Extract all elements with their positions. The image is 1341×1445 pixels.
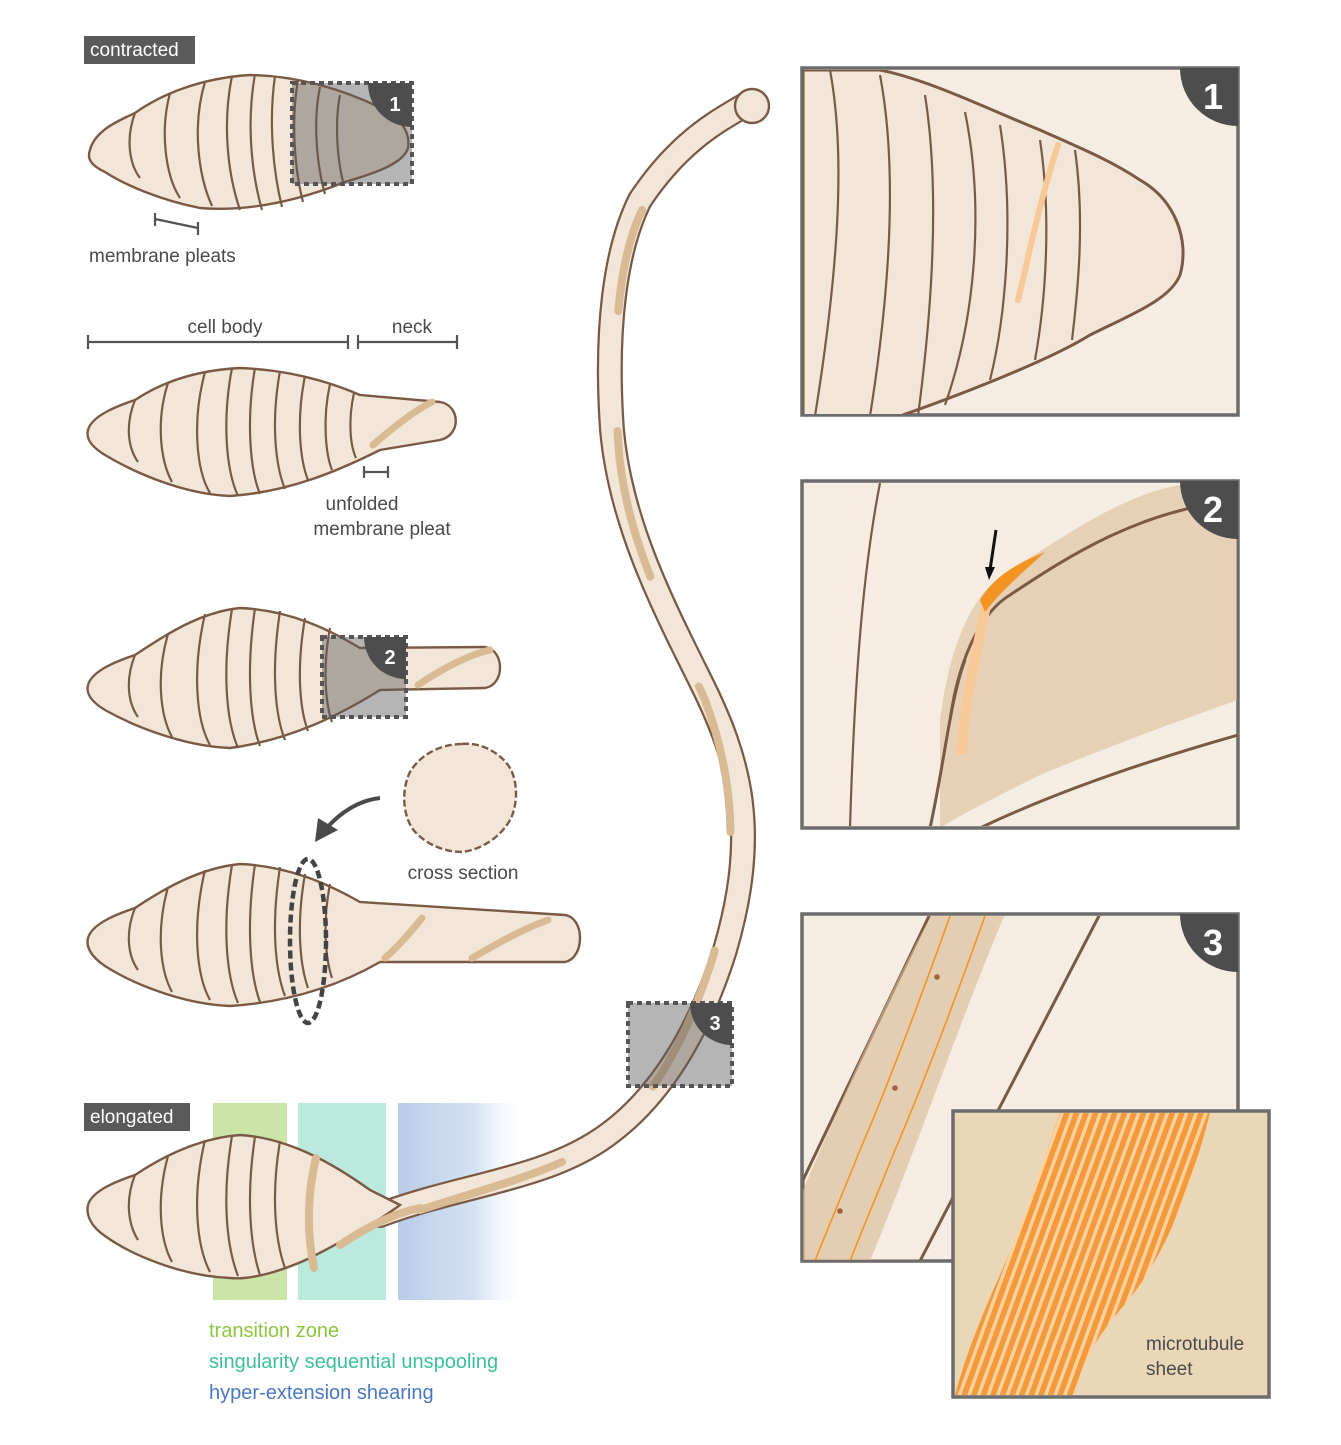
contracted-label: contracted — [90, 40, 179, 61]
elongated-tag-bg — [84, 1103, 190, 1131]
cell-4-diagram — [86, 856, 582, 1026]
panel-2-arrow-shaft — [988, 529, 998, 571]
panel-3-number: 3 — [1203, 922, 1223, 963]
cell-3-band — [414, 646, 494, 689]
detail-panel-3: 3 — [800, 912, 1240, 1263]
panel-3-dot-1 — [934, 974, 940, 980]
neck-dimension — [356, 335, 459, 349]
neck-tip — [733, 87, 771, 125]
elongated-diagram: elongated 3 — [84, 87, 771, 1300]
cell-4-band-a — [381, 914, 426, 962]
cell-3-outline — [86, 606, 502, 750]
cell-2-band — [369, 398, 436, 449]
panel-3-badge — [1180, 914, 1238, 972]
cell-4-band-b — [468, 916, 552, 962]
legend-sequential-unspooling: singularity sequential unspooling — [209, 1351, 498, 1373]
neck-label: neck — [392, 317, 433, 338]
cross-section-shape — [403, 742, 518, 854]
cross-section-arrow — [323, 796, 381, 832]
panel-3-microtubule-b — [849, 916, 986, 1260]
unfolded-label-line2: membrane pleat — [313, 519, 451, 540]
contracted-cell: contracted 1 membrane pleats — [84, 36, 414, 267]
legend-hyper-extension: hyper-extension shearing — [209, 1382, 434, 1404]
panel-3-dot-2 — [892, 1085, 898, 1091]
cell-2-pleats — [127, 367, 358, 497]
cell-body-label: cell body — [188, 317, 263, 338]
membrane-pleats-label: membrane pleats — [89, 246, 236, 267]
cross-section-group: cross section — [315, 742, 519, 884]
unfolded-pleat-bracket — [362, 466, 390, 478]
elongated-label: elongated — [90, 1107, 173, 1128]
detail-panel-2: 2 — [800, 479, 1240, 830]
neck-band — [416, 206, 735, 1214]
panel-2-lower-edge — [980, 733, 1237, 826]
membrane-pleats-bracket — [153, 213, 200, 235]
contracted-body-outline — [87, 73, 410, 210]
detail-box-2-badge — [364, 637, 406, 679]
unfolded-label-line1: unfolded — [326, 494, 399, 515]
microtubule-label-line1: microtubule — [1146, 1334, 1244, 1355]
cross-section-label: cross section — [408, 863, 519, 884]
cell-4-pleats — [127, 863, 334, 1004]
detail-box-3-number: 3 — [709, 1013, 720, 1035]
detail-box-2-number: 2 — [384, 647, 395, 669]
microtubule-label-line2: sheet — [1146, 1359, 1193, 1380]
panel-2-pale-stripe — [957, 605, 990, 755]
elongated-band-a — [304, 1154, 320, 1272]
panel-1-tip — [803, 70, 1185, 414]
panel-2-upper-edge — [948, 498, 1237, 721]
cross-section-arrowhead — [315, 818, 338, 842]
cell-3-pleats — [127, 607, 334, 749]
panel-1-orange-stripe — [1015, 142, 1061, 303]
detail-box-1-badge — [368, 83, 412, 127]
elongated-band-b — [336, 1204, 424, 1249]
panel-2-badge — [1180, 481, 1238, 539]
detail-box-1-number: 1 — [389, 94, 400, 116]
cell-3-diagram: 2 — [86, 606, 502, 750]
zone-legend: transition zone singularity sequential u… — [209, 1320, 498, 1404]
detail-box-3-badge — [690, 1003, 732, 1045]
panel-2-orange-fold — [980, 552, 1045, 612]
detail-panel-1: 1 — [800, 66, 1240, 417]
microtubule-inset: microtubule sheet — [951, 1109, 1271, 1399]
elongated-pleats — [127, 1135, 287, 1277]
cell-body-neck-diagram: cell body neck unfolded membrane pleat — [86, 317, 459, 540]
panel-3-microtubule-a — [814, 916, 951, 1260]
cell-2-outline — [86, 366, 457, 498]
cell-body-dimension — [86, 335, 350, 349]
panel-2-arrowhead — [985, 567, 995, 580]
cross-section-ring — [287, 856, 329, 1026]
microtubule-sheet — [955, 1113, 1210, 1395]
contracted-tag-bg — [84, 36, 195, 64]
panel-1-number: 1 — [1203, 76, 1223, 117]
panel-3-dot-3 — [837, 1208, 843, 1214]
panel-1-badge — [1180, 68, 1238, 126]
panel-2-left-edge — [928, 659, 967, 826]
legend-transition-zone: transition zone — [209, 1320, 339, 1342]
panel-2-number: 2 — [1203, 489, 1223, 530]
